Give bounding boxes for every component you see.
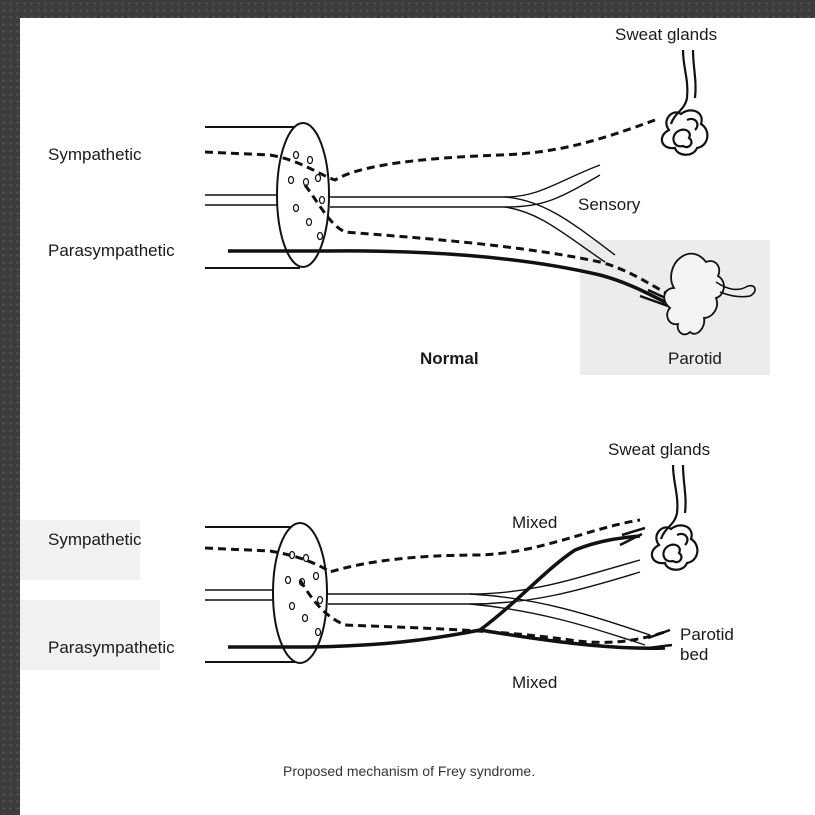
sweat-gland-icon (662, 50, 708, 155)
nerve-cross-section (277, 123, 329, 267)
nerve-cross-section (273, 523, 327, 663)
label-mixed-top: Mixed (512, 513, 557, 532)
label-parasympathetic: Parasympathetic (48, 638, 175, 657)
label-sweat-glands: Sweat glands (608, 440, 710, 459)
label-parotid-bed-line2: bed (680, 645, 708, 664)
sensory-upper-branch-a (330, 165, 600, 197)
sweat-gland-icon (652, 465, 698, 570)
parotid-bed-nerve-ends (648, 630, 672, 648)
sympathetic-to-sweat-glands (205, 120, 655, 180)
label-parotid: Parotid (668, 349, 722, 368)
sensory-upper-branch-b (328, 572, 640, 604)
frey-panel: Sympathetic Parasympathetic Sweat glands… (20, 440, 734, 692)
label-mixed-bottom: Mixed (512, 673, 557, 692)
label-sympathetic: Sympathetic (48, 145, 142, 164)
label-sweat-glands: Sweat glands (615, 25, 717, 44)
sensory-upper-branch-b (330, 175, 600, 207)
label-sympathetic: Sympathetic (48, 530, 142, 549)
label-parotid-bed-line1: Parotid (680, 625, 734, 644)
label-normal-title: Normal (420, 349, 479, 368)
scan-shade (20, 520, 140, 580)
scan-shade (20, 600, 160, 670)
figure-caption: Proposed mechanism of Frey syndrome. (283, 763, 535, 779)
label-sensory: Sensory (578, 195, 641, 214)
normal-panel: Sympathetic Parasympathetic Sweat glands… (48, 25, 770, 375)
label-parasympathetic: Parasympathetic (48, 241, 175, 260)
sensory-upper-branch-a (328, 560, 640, 594)
